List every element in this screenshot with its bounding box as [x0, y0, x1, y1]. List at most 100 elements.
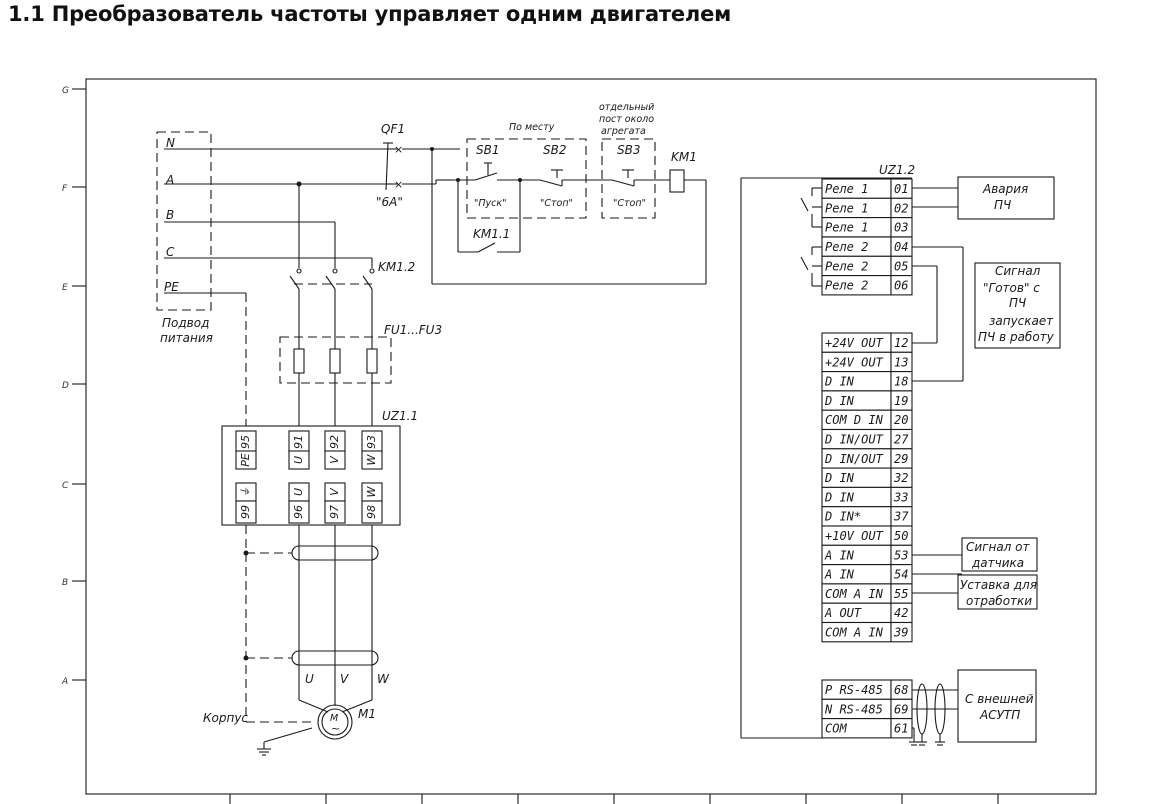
km11-label: KM1.1	[473, 227, 510, 241]
line-pe-label: PE	[164, 280, 179, 294]
uz12-row-num: 03	[894, 221, 908, 235]
note-sensor: Сигнал от датчика	[961, 537, 1038, 572]
uz12-row-num: 01	[894, 182, 908, 196]
motor-cable: U V W	[243, 525, 390, 713]
uz12-row-num: 69	[894, 702, 908, 716]
qf1-rating: "6А"	[376, 195, 403, 209]
uz11-bot-terms-2: 97	[328, 505, 341, 519]
note-setpoint-2: отработки	[966, 594, 1032, 608]
uz12-row: Реле 2 04	[821, 236, 913, 257]
uz12-row-num: 68	[894, 683, 908, 697]
uz12-row-name: D IN/OUT	[824, 433, 884, 447]
row-marker-f: F	[62, 184, 68, 194]
uz12-row-name: D IN/OUT	[824, 452, 884, 466]
uz12-row-name: Реле 2	[825, 240, 868, 254]
uz12-row: N RS-485 69	[821, 698, 913, 720]
row-marker-a: A	[61, 677, 68, 687]
uz12-row: COM A IN 55	[821, 583, 913, 604]
fuses-label: FU1...FU3	[384, 323, 442, 337]
uz12-row: D IN 18	[821, 371, 913, 392]
uz12-row: D IN 32	[821, 467, 913, 488]
uz12-row-name: P RS-485	[825, 683, 883, 697]
uz12-row-num: 50	[894, 529, 908, 543]
uz12-row-name: COM A IN	[825, 587, 884, 601]
note-ready-3: ПЧ	[1009, 296, 1026, 310]
sb1-label: SB1	[476, 143, 499, 157]
remote-label-3: агрегата	[601, 126, 646, 137]
qf1-label: QF1	[381, 122, 405, 136]
note-alarm-2: ПЧ	[994, 198, 1011, 212]
uz12-row: P RS-485 68	[821, 679, 913, 700]
uz12-row-name: N RS-485	[824, 702, 883, 716]
uz12-row-name: D IN	[824, 471, 855, 485]
remote-label-2: пост около	[599, 114, 654, 125]
case-label: Корпус	[203, 711, 248, 725]
supply-label-2: питания	[160, 331, 213, 345]
uz11-bot-terms-1: 96	[292, 505, 305, 519]
page-title: 1.1 Преобразователь частоты управляет од…	[8, 2, 732, 26]
uz12-row-num: 32	[893, 471, 908, 485]
uz11-bot-syms-0: ⏚	[239, 487, 252, 498]
uz11-bot-terms-3: 98	[365, 505, 378, 519]
uz12-row-name: Реле 2	[825, 279, 868, 293]
uz12-row-name: A IN	[824, 548, 855, 562]
sb3-note: "Стоп"	[613, 198, 646, 209]
row-marker-d: D	[62, 381, 69, 391]
note-setpoint: Уставка для отработки	[957, 574, 1038, 610]
svg-text:×: ×	[394, 143, 403, 156]
uz12-row-num: 04	[894, 240, 908, 254]
uz12-row-num: 55	[894, 587, 908, 601]
uz12-row-num: 06	[894, 279, 908, 293]
drawing-frame	[85, 78, 1097, 795]
phase-v-label: V	[340, 672, 349, 686]
uz12-row: D IN/OUT 27	[821, 428, 913, 450]
uz12-row-num: 18	[894, 375, 908, 389]
line-a-label: A	[165, 173, 174, 187]
uz12-row-name: A IN	[824, 568, 855, 582]
uz12-row-num: 61	[894, 722, 908, 736]
uz12-row-name: COM D IN	[825, 413, 884, 427]
uz12-row: D IN/OUT 29	[821, 448, 913, 469]
uz11-bot-terms-0: 99	[239, 505, 252, 519]
sb2-note: "Стоп"	[540, 198, 573, 209]
uz12-row-num: 37	[893, 510, 909, 524]
remote-label-1: отдельный	[599, 102, 654, 113]
motor-m1: M ~ M1 Корпус	[203, 704, 376, 756]
uz12-row-name: +10V OUT	[825, 529, 884, 543]
motor-label: M1	[358, 707, 376, 721]
line-b-label: B	[166, 208, 174, 222]
uz12-row-name: Реле 2	[825, 259, 868, 273]
uz12-row-num: 29	[894, 452, 908, 466]
row-marker-b: B	[62, 578, 68, 588]
line-c-label: C	[166, 245, 175, 259]
frame-bottom-ticks	[229, 794, 999, 804]
sb3-label: SB3	[617, 143, 640, 157]
uz11-top-terms-0: 95	[239, 435, 252, 449]
uz12-row-name: COM A IN	[825, 626, 884, 640]
note-ready-1: Сигнал	[995, 264, 1041, 278]
uz12-row-num: 19	[894, 394, 908, 408]
uz11-top-terms-1: 91	[292, 435, 305, 449]
uz11-top-syms-1: U	[292, 456, 305, 464]
uz12-row-name: A OUT	[824, 606, 862, 620]
note-sensor-2: датчика	[971, 556, 1024, 570]
uz12-row-num: 27	[894, 433, 909, 447]
uz12-row-name: COM	[825, 722, 847, 736]
sb1-note: "Пуск"	[474, 198, 506, 209]
qf1-breaker: QF1 × × "6А"	[376, 122, 460, 209]
uz12-row-num: 12	[894, 336, 908, 350]
uz12-row-name: D IN	[824, 375, 855, 389]
note-alarm-1: Авария	[982, 182, 1028, 196]
km1-label: KM1	[671, 150, 697, 164]
note-scada-1: С внешней	[965, 692, 1034, 706]
